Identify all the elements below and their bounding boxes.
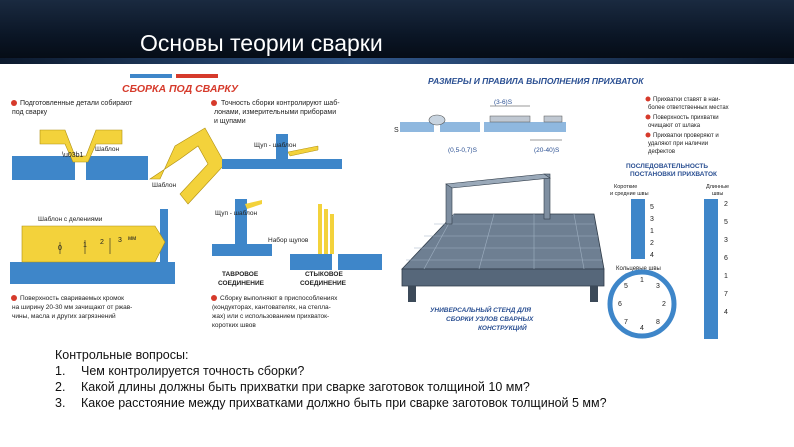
svg-text:3: 3 (724, 237, 728, 244)
question-number: 2. (55, 380, 66, 394)
svg-text:5: 5 (724, 219, 728, 226)
feeler-gauge-diagram-1: Щуп - шаблон (222, 134, 342, 169)
note-edge-cleaning: Поверхность свариваемых кромок на ширину… (12, 295, 134, 320)
svg-text:3: 3 (650, 216, 654, 223)
butt-joint-label: СТЫКОВОЕ СОЕДИНЕНИЕ (300, 271, 347, 287)
slide-header: Основы теории сварки (0, 0, 794, 64)
svg-text:мм: мм (128, 236, 136, 242)
butt-joint-template-diagram: Шаблон \u03b1 (12, 129, 148, 180)
assembly-heading: СБОРКА ПОД СВАРКУ (122, 74, 239, 95)
tack-size-diagram: S (0,5-0,7)S (3-6)S (20-40)S (394, 99, 566, 154)
svg-text:6: 6 (618, 301, 622, 308)
assembly-heading-text: СБОРКА ПОД СВАРКУ (122, 83, 239, 95)
question-item: 3. Какое расстояние между прихватками до… (55, 395, 755, 411)
note-fixtures: Сборку выполняют в приспособлениях (конд… (212, 294, 339, 329)
t-joint-label: ТАВРОВОЕ СОЕДИНЕНИЕ (218, 271, 265, 287)
slide-title: Основы теории сварки (140, 30, 383, 56)
svg-text:2: 2 (100, 239, 104, 246)
ring-seam-sequence: 1 5 3 6 2 7 4 8 (607, 269, 677, 339)
svg-text:7: 7 (624, 319, 628, 326)
ring-seams-label: Кольцевые швы (616, 266, 661, 272)
svg-text:5: 5 (624, 283, 628, 290)
svg-text:1: 1 (640, 277, 644, 284)
svg-text:2: 2 (662, 301, 666, 308)
question-text: Какой длины должны быть прихватки при св… (81, 380, 530, 394)
svg-text:(3-6)S: (3-6)S (494, 99, 513, 106)
svg-text:1: 1 (650, 228, 654, 235)
angle-template-diagram: Шаблон (149, 127, 226, 269)
questions-heading: Контрольные вопросы: (55, 348, 189, 362)
svg-text:0: 0 (58, 245, 62, 252)
t-joint-diagram: Щуп - шаблон ТАВРОВОЕ СОЕДИНЕНИЕ (212, 199, 272, 287)
svg-text:3: 3 (656, 283, 660, 290)
question-item: 2. Какой длины должны быть прихватки при… (55, 379, 755, 395)
svg-text:Набор щупов: Набор щупов (268, 236, 309, 244)
svg-text:(0,5-0,7)S: (0,5-0,7)S (448, 147, 478, 154)
svg-text:Прихватки ставят в наи-: Прихватки ставят в наи- более ответствен… (648, 97, 730, 155)
svg-text:2: 2 (724, 201, 728, 208)
assembly-stand-illustration: УНИВЕРСАЛЬНЫЙ СТЕНД ДЛЯ СБОРКИ УЗЛОВ СВА… (401, 173, 605, 332)
svg-text:5: 5 (650, 204, 654, 211)
svg-text:1: 1 (83, 242, 87, 249)
question-text: Чем контролируется точность сборки? (81, 364, 305, 378)
question-number: 3. (55, 396, 66, 410)
note-prepared-parts: Подготовленные детали собирают под сварк… (12, 99, 134, 116)
stand-caption: УНИВЕРСАЛЬНЫЙ СТЕНД ДЛЯ СБОРКИ УЗЛОВ СВА… (430, 305, 535, 332)
butt-joint-feeler-diagram: Набор щупов СТЫКОВОЕ СОЕДИНЕНИЕ (268, 204, 382, 287)
question-text: Какое расстояние между прихватками должн… (81, 396, 607, 410)
svg-text:\u03b1: \u03b1 (62, 152, 84, 159)
control-questions: Контрольные вопросы: 1. Чем контролирует… (55, 347, 755, 411)
svg-text:2: 2 (650, 240, 654, 247)
question-item: 1. Чем контролируется точность сборки? (55, 363, 755, 379)
svg-text:3: 3 (118, 237, 122, 244)
tack-weld-diagram-panel: РАЗМЕРЫ И ПРАВИЛА ВЫПОЛНЕНИЯ ПРИХВАТОК S… (394, 64, 794, 346)
tack-heading: РАЗМЕРЫ И ПРАВИЛА ВЫПОЛНЕНИЯ ПРИХВАТОК (428, 76, 644, 86)
svg-text:Щуп - шаблон: Щуп - шаблон (254, 141, 297, 149)
svg-text:4: 4 (724, 309, 728, 316)
question-number: 1. (55, 364, 66, 378)
svg-text:Шаблон: Шаблон (95, 145, 119, 153)
tack-rules: Прихватки ставят в наи- более ответствен… (645, 96, 730, 155)
svg-text:6: 6 (724, 255, 728, 262)
svg-text:7: 7 (724, 291, 728, 298)
svg-text:Шаблон: Шаблон (152, 181, 176, 189)
ruler-template-diagram: 0 1 2 3 мм Шаблон с делениями (10, 215, 175, 284)
sequence-heading: ПОСЛЕДОВАТЕЛЬНОСТЬ ПОСТАНОВКИ ПРИХВАТОК (626, 163, 717, 178)
svg-text:Щуп - шаблон: Щуп - шаблон (215, 209, 258, 217)
svg-text:S: S (394, 127, 399, 134)
long-seams-label: Длинные швы (706, 184, 731, 197)
svg-text:4: 4 (640, 325, 644, 332)
long-seam-sequence: 2 5 3 6 1 7 4 (704, 199, 728, 339)
svg-text:8: 8 (656, 319, 660, 326)
assembly-diagram-panel: СБОРКА ПОД СВАРКУ Подготовленные детали … (0, 64, 392, 346)
svg-text:(20-40)S: (20-40)S (534, 147, 560, 154)
svg-text:1: 1 (724, 273, 728, 280)
note-accuracy-control: Точность сборки контролируют шаб- лонами… (214, 99, 341, 125)
header-divider (0, 58, 794, 64)
svg-text:4: 4 (650, 252, 654, 259)
svg-text:Шаблон с делениями: Шаблон с делениями (38, 215, 103, 223)
short-seam-sequence: 5 3 1 2 4 (631, 199, 654, 259)
short-seams-label: Короткие и средние швы (610, 184, 649, 197)
